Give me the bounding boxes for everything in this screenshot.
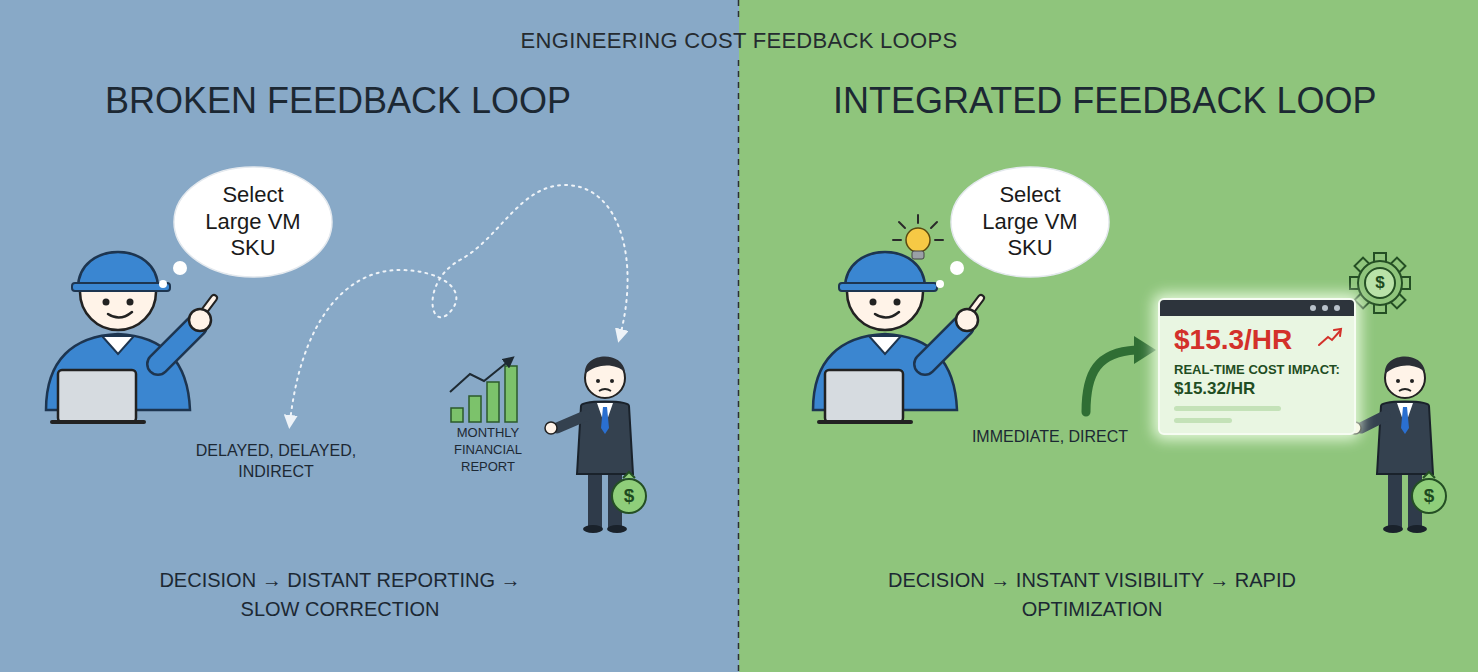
divider <box>738 0 740 22</box>
bubble-shape <box>951 167 1109 277</box>
panel-caption: DECISION → INSTANT VISIBILITY → RAPID OP… <box>872 566 1312 624</box>
immediate-arrowhead <box>1134 336 1156 364</box>
placeholder-bar <box>1174 406 1281 411</box>
lightbulb-icon <box>893 215 943 259</box>
cost-heading: REAL-TIME COST IMPACT: <box>1160 362 1354 377</box>
bubble-text: Select Large VM SKU <box>974 182 1086 261</box>
window-dot <box>1334 305 1340 311</box>
feedback-panel: INTEGRATED FEEDBACK LOOP DECISION → INSTA… <box>739 0 1478 672</box>
speech-bubble: Select Large VM SKU <box>949 165 1111 279</box>
currency-symbol: $ <box>624 484 635 509</box>
thought-dot <box>173 261 187 275</box>
panel-heading: BROKEN FEEDBACK LOOP <box>105 80 571 122</box>
loop-label: DELAYED, DELAYED, INDIRECT <box>187 441 365 483</box>
loop-label: IMMEDIATE, DIRECT <box>972 427 1128 448</box>
cost-dashboard: $15.3/HR REAL-TIME COST IMPACT: $15.32/HR <box>1158 298 1356 435</box>
bubble-text: Select Large VM SKU <box>197 182 309 261</box>
immediate-arrow <box>1086 350 1136 412</box>
report-label: MONTHLY FINANCIAL REPORT <box>440 425 536 476</box>
finance-figure <box>545 356 646 533</box>
thought-dot <box>950 261 964 275</box>
window-dot <box>1310 305 1316 311</box>
delayed-path <box>290 185 628 422</box>
diagram-title: ENGINEERING COST FEEDBACK LOOPS <box>0 28 1478 54</box>
window-dot <box>1322 305 1328 311</box>
placeholder-bar <box>1174 418 1232 423</box>
left-ground <box>0 0 739 672</box>
panel-caption: DECISION → DISTANT REPORTING → SLOW CORR… <box>130 566 550 624</box>
engineer-figure <box>813 252 981 422</box>
bubble-shape <box>174 167 332 277</box>
currency-symbol: $ <box>1375 272 1384 294</box>
window-bar <box>1160 300 1354 316</box>
thought-dot <box>159 280 167 288</box>
trend-arrow <box>1316 326 1344 348</box>
chart-icon <box>450 360 517 422</box>
currency-symbol: $ <box>1424 484 1435 509</box>
right-ground <box>739 0 1478 672</box>
thought-dot <box>936 280 944 288</box>
cost-value: $15.3/HR <box>1160 322 1354 356</box>
speech-bubble: Select Large VM SKU <box>172 165 334 279</box>
cost-value: $15.32/HR <box>1160 379 1354 399</box>
divider <box>738 60 740 672</box>
gear-icon <box>1350 253 1410 313</box>
finance-figure <box>1349 356 1446 533</box>
feedback-panel: BROKEN FEEDBACK LOOP DECISION → DISTANT R… <box>0 0 738 672</box>
engineer-figure <box>46 252 214 422</box>
panel-heading: INTEGRATED FEEDBACK LOOP <box>833 80 1376 122</box>
